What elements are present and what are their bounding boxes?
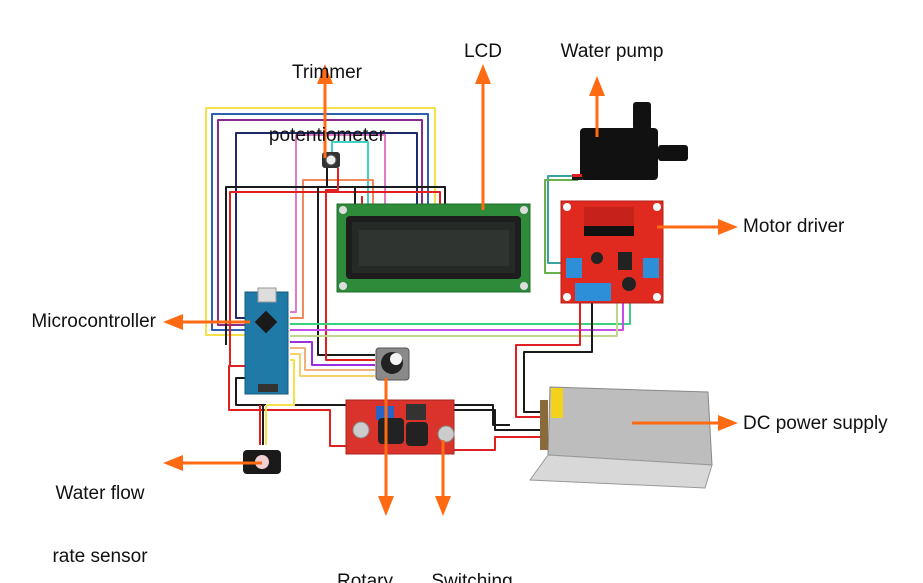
wire-red-top bbox=[229, 191, 441, 365]
lcd-module bbox=[336, 203, 531, 293]
wire-teal bbox=[331, 141, 369, 205]
arrowhead-flow-sensor bbox=[163, 455, 183, 471]
wire-driver-red bbox=[515, 300, 581, 418]
label-motor-driver: Motor driver bbox=[743, 216, 845, 237]
label-switching-regulator: Switching regulator bbox=[422, 529, 522, 583]
label-flow-line1: Water flow bbox=[55, 483, 145, 504]
arrowhead-microcontroller bbox=[163, 314, 183, 330]
wire-reg-red bbox=[452, 436, 540, 451]
wire-magenta-bus bbox=[290, 300, 624, 331]
wire-purple bbox=[217, 119, 423, 326]
label-trimmer-line2: potentiometer bbox=[268, 125, 386, 146]
microcontroller-board bbox=[244, 287, 289, 395]
wire-black-top bbox=[225, 186, 446, 345]
label-encoder-line1: Rotary bbox=[337, 571, 393, 583]
label-rotary-encoder: Rotary encoder bbox=[320, 529, 410, 583]
switching-regulator bbox=[345, 399, 455, 455]
label-microcontroller: Microcontroller bbox=[31, 311, 156, 332]
wire-black-lcd bbox=[354, 186, 360, 205]
wire-lightyellow-enc bbox=[290, 353, 375, 377]
annotation-arrows bbox=[163, 64, 738, 516]
wire-tan-enc bbox=[290, 347, 375, 371]
label-water-flow-sensor: Water flow rate sensor bbox=[44, 441, 156, 583]
water-pump bbox=[572, 102, 688, 180]
label-trimmer-line1: Trimmer bbox=[292, 62, 362, 83]
arrowhead-pump bbox=[589, 76, 605, 96]
wire-violet-enc bbox=[290, 341, 375, 366]
wire-pink bbox=[290, 134, 386, 313]
dc-power-supply bbox=[529, 386, 713, 489]
label-dc-power-supply: DC power supply bbox=[743, 413, 888, 434]
label-water-pump: Water pump bbox=[560, 41, 664, 62]
wire-pump-teal bbox=[547, 175, 578, 264]
wire-blue bbox=[211, 113, 429, 331]
wire-reg-black bbox=[452, 409, 540, 431]
label-lcd: LCD bbox=[463, 41, 502, 62]
arrowhead-trimmer bbox=[317, 64, 333, 84]
arrowhead-encoder bbox=[378, 496, 394, 516]
wires bbox=[205, 107, 631, 451]
wire-red-trim bbox=[325, 168, 375, 361]
wire-salmon bbox=[290, 179, 374, 319]
wire-black-trim bbox=[317, 168, 375, 356]
wire-sensor-yellow bbox=[265, 359, 295, 445]
wire-olive-bus bbox=[290, 300, 618, 337]
arrowhead-lcd bbox=[475, 64, 491, 84]
label-regulator-line1: Switching bbox=[431, 571, 513, 583]
wire-red-sensor bbox=[228, 365, 350, 447]
rotary-encoder bbox=[375, 347, 410, 381]
arrowhead-regulator bbox=[435, 496, 451, 516]
label-trimmer-potentiometer: Trimmer potentiometer bbox=[262, 20, 392, 167]
wire-pump-green bbox=[544, 179, 578, 274]
arrowhead-motor-driver bbox=[718, 219, 738, 235]
wire-navy bbox=[235, 132, 418, 319]
label-flow-line2: rate sensor bbox=[52, 546, 148, 567]
wire-driver-black bbox=[523, 300, 593, 413]
wire-green-bus bbox=[290, 300, 631, 325]
arrowhead-psu bbox=[718, 415, 738, 431]
motor-driver-board bbox=[560, 200, 664, 304]
wire-yellow bbox=[205, 107, 436, 336]
